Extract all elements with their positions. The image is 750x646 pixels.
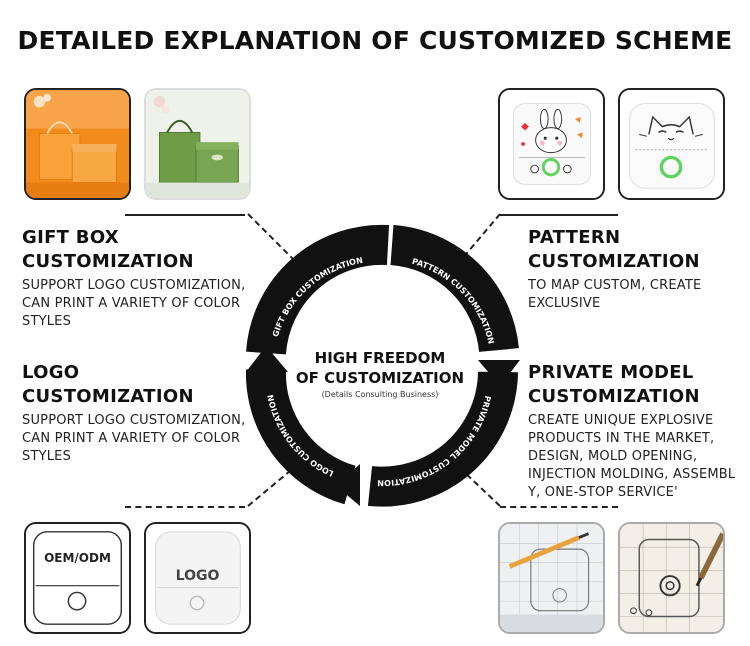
- green-gift-box-image: [144, 88, 251, 200]
- gift-box-desc-line3: STYLES: [22, 314, 72, 329]
- center-title-line1: HIGH FREEDOM: [314, 349, 446, 367]
- gift-box-connector: [247, 213, 305, 271]
- cat-pattern-printer-image: [618, 88, 725, 200]
- arrow-head-2: [478, 360, 520, 386]
- gift-box-desc-line1: SUPPORT LOGO CUSTOMIZATION,: [22, 278, 246, 293]
- logo-title-line2: CUSTOMIZATION: [22, 386, 194, 407]
- private-model-connector: [461, 469, 501, 507]
- logo-desc-line3: STYLES: [22, 449, 72, 464]
- orange-gift-box-image: [24, 88, 131, 200]
- gift-box-title-line1: GIFT BOX: [22, 227, 119, 248]
- private-model-desc-line4: INJECTION MOLDING, ASSEMBL: [528, 467, 736, 482]
- private-model-underline: [500, 506, 618, 508]
- center-title-line2: OF CUSTOMIZATION: [295, 369, 465, 387]
- arrow-head-1: [396, 226, 418, 266]
- ring-label-gift-box: GIFT BOX CUSTOMIZATION: [271, 256, 364, 338]
- pattern-underline: [500, 214, 618, 216]
- private-model-desc-line3: DESIGN, MOLD OPENING,: [528, 449, 698, 464]
- gift-box-desc-line2: CAN PRINT A VARIETY OF COLOR: [22, 296, 241, 311]
- pattern-title-line1: PATTERN: [528, 227, 621, 248]
- logo-title-line1: LOGO: [22, 362, 80, 383]
- pattern-title-line2: CUSTOMIZATION: [528, 251, 700, 272]
- private-model-title-line1: PRIVATE MODEL: [528, 362, 694, 383]
- ring-label-private-model: PRIVATE MODEL CUSTOMIZATION: [377, 395, 492, 488]
- center-subtitle: (Details Consulting Business): [321, 390, 439, 399]
- pattern-desc-line2: EXCLUSIVE: [528, 296, 601, 311]
- oem-odm-label: OEM/ODM: [44, 551, 111, 565]
- pattern-connector: [455, 213, 501, 267]
- private-model-desc-line1: CREATE UNIQUE EXPLOSIVE: [528, 413, 714, 428]
- arrow-head-3: [336, 464, 360, 506]
- logo-connector: [247, 465, 297, 507]
- page-title: DETAILED EXPLANATION OF CUSTOMIZED SCHEM…: [17, 26, 733, 55]
- blueprint-design-image: [618, 522, 725, 634]
- pattern-desc-line1: TO MAP CUSTOM, CREATE: [528, 278, 702, 293]
- gift-box-underline: [125, 214, 245, 216]
- center-title: HIGH FREEDOM OF CUSTOMIZATION: [280, 348, 480, 388]
- logo-printer-image: LOGO: [144, 522, 251, 634]
- ring-label-logo: LOGO CUSTOMIZATION: [266, 394, 335, 478]
- logo-underline: [125, 506, 245, 508]
- ring-label-pattern: PATTERN CUSTOMIZATION: [411, 257, 496, 345]
- oem-odm-printer-image: OEM/ODM: [24, 522, 131, 634]
- ring-segment-gift-box: [246, 224, 390, 355]
- private-model-title-line2: CUSTOMIZATION: [528, 386, 700, 407]
- logo-tile-label: LOGO: [175, 568, 220, 584]
- ring-segment-pattern: [389, 225, 519, 353]
- private-model-desc-line2: PRODUCTS IN THE MARKET,: [528, 431, 715, 446]
- logo-desc-line2: CAN PRINT A VARIETY OF COLOR: [22, 431, 241, 446]
- private-model-desc-line5: Y, ONE-STOP SERVICE': [528, 485, 678, 500]
- logo-desc-line1: SUPPORT LOGO CUSTOMIZATION,: [22, 413, 246, 428]
- bunny-pattern-printer-image: [498, 88, 605, 200]
- gift-box-title-line2: CUSTOMIZATION: [22, 251, 194, 272]
- mold-design-sketch-image: [498, 522, 605, 634]
